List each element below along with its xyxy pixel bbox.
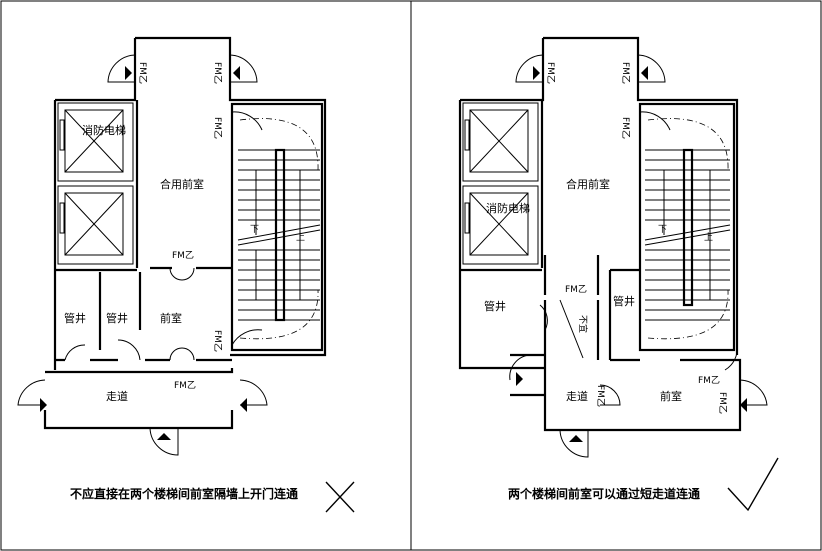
left-shaft-1-label: 管井 — [64, 311, 86, 325]
right-arrow-icon — [569, 435, 583, 442]
left-elevator-2 — [57, 185, 134, 265]
left-lobby-label: 前室 — [160, 311, 182, 325]
left-stair-treads — [237, 149, 321, 321]
right-door-label: FM乙 — [565, 284, 587, 295]
right-stair-label: 下 — [658, 225, 667, 235]
left-door-label: FM乙 — [172, 250, 194, 261]
right-door-label: FM乙 — [717, 392, 728, 414]
left-elevator-car-1 — [64, 109, 124, 173]
left-elevator-1 — [57, 102, 134, 182]
left-shaft-2-label: 管井 — [106, 311, 128, 325]
right-elevator-label: 消防电梯 — [486, 201, 530, 215]
left-elevator-car-2 — [64, 192, 124, 256]
right-door-label: FM乙 — [620, 117, 631, 139]
left-door-label: FM乙 — [212, 330, 223, 352]
right-lobby-label: 前室 — [660, 389, 682, 403]
right-door-label: FM乙 — [595, 385, 606, 407]
left-door-label: FM乙 — [212, 117, 223, 139]
left-corridor-label: 走道 — [106, 389, 128, 403]
right-arrow-icon — [516, 372, 523, 386]
right-shaft-2-label: 管井 — [613, 294, 635, 308]
right-door-label: FM乙 — [545, 62, 556, 84]
left-elevator-label: 消防电梯 — [82, 123, 126, 137]
right-stair-treads — [644, 149, 731, 321]
right-caption: 两个楼梯间前室可以通过短走道连通 — [508, 486, 700, 501]
left-caption: 不应直接在两个楼梯间前室隔墙上开门连通 — [70, 486, 298, 501]
right-stair-label: 上 — [704, 232, 713, 243]
left-arrow-icon — [125, 66, 132, 80]
left-door-label: FM乙 — [137, 62, 148, 84]
left-stair-enclosure — [230, 102, 324, 352]
left-plan — [17, 36, 327, 456]
right-shared-lobby-label: 合用前室 — [566, 177, 610, 191]
left-stair-label: 下 — [250, 225, 259, 235]
left-top-door-right-swing — [229, 54, 258, 83]
right-short-corridor-label: 不宜 — [577, 315, 589, 333]
left-stair-label: 上 — [296, 232, 305, 243]
right-arrow-icon — [533, 66, 540, 80]
left-arrow-icon — [233, 66, 240, 80]
right-door-label: FM乙 — [620, 62, 631, 84]
right-arrow-icon — [740, 398, 747, 412]
left-arrow-icon — [157, 433, 171, 440]
left-shared-lobby-label: 合用前室 — [160, 177, 204, 191]
left-top-entrance-wall — [135, 36, 232, 95]
left-cross-mark — [325, 481, 355, 513]
left-stair-well — [274, 148, 286, 322]
right-check-mark — [727, 457, 779, 512]
right-shaft-1-label: 管井 — [484, 299, 506, 313]
left-arrow-icon — [40, 398, 47, 412]
left-door-label: FM乙 — [212, 62, 223, 84]
left-top-door-left-swing — [107, 54, 136, 83]
left-arrow-icon — [240, 398, 247, 412]
right-door-label: FM乙 — [698, 375, 720, 386]
right-arrow-icon — [641, 66, 648, 80]
left-outer-wall-top — [55, 95, 327, 357]
right-plan — [458, 36, 768, 458]
right-corridor-label: 走道 — [566, 389, 588, 403]
left-door-label: FM乙 — [174, 380, 196, 391]
